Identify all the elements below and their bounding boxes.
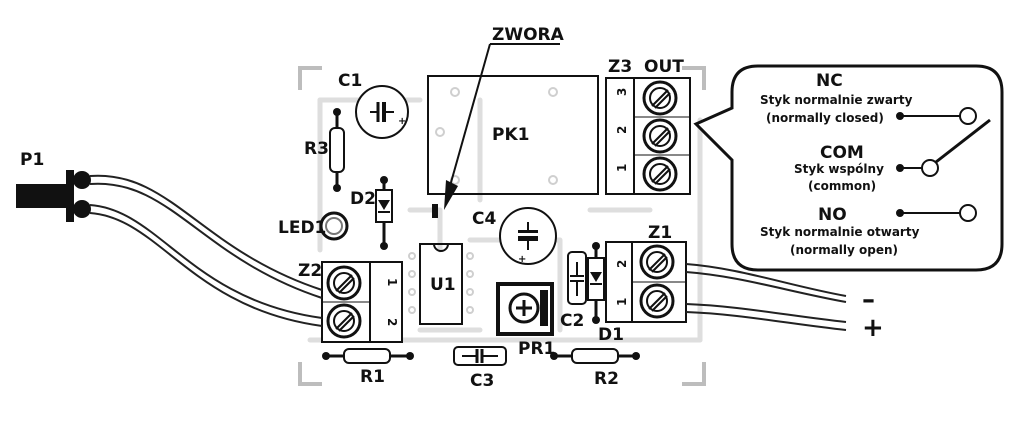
no-description: Styk normalnie otwarty [760, 225, 920, 239]
label-d1: D1 [598, 325, 624, 345]
resistor-r2 [550, 348, 640, 364]
label-z3: Z3 [608, 57, 632, 77]
plug-p1 [16, 170, 91, 222]
label-zwora: ZWORA [492, 25, 565, 45]
zwora-pointer [444, 43, 560, 210]
label-z1: Z1 [648, 223, 672, 243]
label-out: OUT [644, 57, 684, 77]
terminal-z3: 3 2 1 [605, 77, 691, 195]
capacitor-c2 [567, 251, 587, 305]
nc-title: NC [816, 71, 843, 91]
z2-pin-2: 2 [385, 318, 399, 326]
label-r1: R1 [360, 367, 385, 387]
led-led1 [319, 211, 349, 241]
plus-sign: + [862, 313, 884, 343]
label-pr1: PR1 [518, 339, 555, 359]
label-c2: C2 [560, 311, 584, 331]
minus-sign: – [862, 285, 875, 315]
com-description: Styk wspólny [794, 162, 884, 176]
diode-d1 [587, 242, 605, 324]
label-u1: U1 [430, 275, 456, 295]
z1-pin-1: 1 [615, 298, 629, 306]
capacitor-c1: + [355, 85, 409, 139]
z3-pin-3: 3 [615, 88, 629, 96]
diode-d2 [375, 176, 393, 250]
label-p1: P1 [20, 150, 44, 170]
pcb-outline [298, 66, 706, 386]
label-c1: C1 [338, 71, 362, 91]
terminal-z2: 1 2 [321, 261, 403, 343]
label-led1: LED1 [278, 218, 326, 238]
svg-text:+: + [398, 116, 406, 127]
nc-description: Styk normalnie zwarty [760, 93, 913, 107]
potentiometer-pr1 [496, 282, 554, 336]
capacitor-c3 [453, 346, 507, 366]
label-z2: Z2 [298, 261, 322, 281]
z3-pin-2: 2 [615, 126, 629, 134]
label-pk1: PK1 [492, 125, 529, 145]
nc-subtitle: (normally closed) [766, 111, 884, 125]
resistor-r3 [329, 108, 345, 192]
svg-text:+: + [518, 254, 526, 265]
no-subtitle: (normally open) [790, 243, 898, 257]
z1-pin-2: 2 [615, 260, 629, 268]
jumper-pins [432, 204, 438, 218]
ic-u1 [408, 243, 474, 325]
resistor-r1 [322, 348, 414, 364]
label-r2: R2 [594, 369, 619, 389]
label-r3: R3 [304, 139, 329, 159]
label-c4: C4 [472, 209, 496, 229]
label-c3: C3 [470, 371, 494, 391]
z2-pin-1: 1 [385, 278, 399, 286]
label-d2: D2 [350, 189, 376, 209]
terminal-z1: 2 1 [605, 241, 687, 323]
no-title: NO [818, 205, 847, 225]
com-title: COM [820, 143, 864, 163]
output-wires [685, 263, 847, 331]
power-cables [89, 174, 323, 327]
capacitor-c4: + [499, 207, 557, 265]
z3-pin-1: 1 [615, 164, 629, 172]
relay-switch-symbol [896, 107, 991, 222]
com-subtitle: (common) [808, 179, 876, 193]
